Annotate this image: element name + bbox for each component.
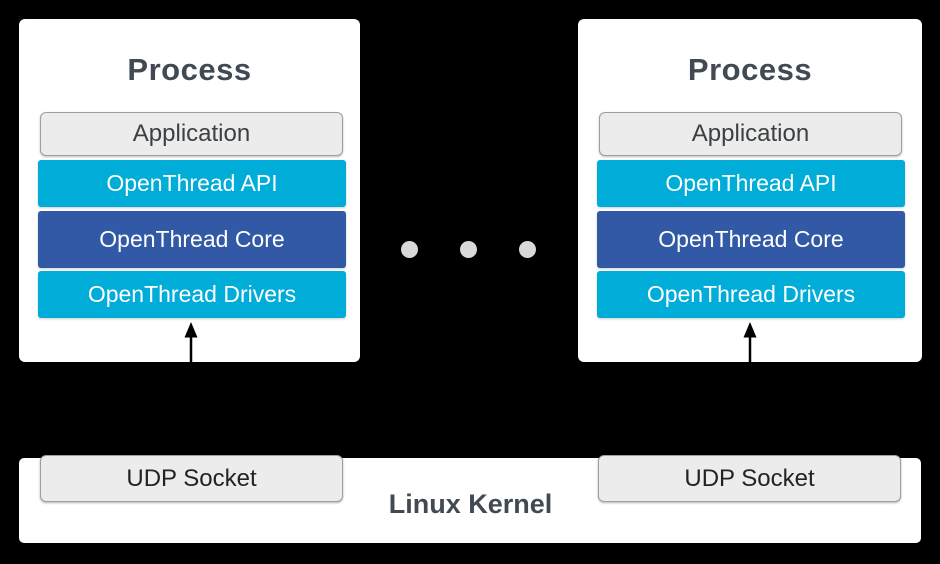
openthread-core-band: OpenThread Core [38, 211, 346, 268]
openthread-api-band: OpenThread API [38, 160, 346, 207]
openthread-core-band: OpenThread Core [597, 211, 905, 268]
application-box: Application [599, 112, 902, 156]
openthread-api-band: OpenThread API [597, 160, 905, 207]
linux-kernel-label: Linux Kernel [388, 489, 553, 519]
udp-socket-box-left: UDP Socket [40, 455, 343, 502]
udp-socket-box-right: UDP Socket [598, 455, 901, 502]
ellipsis-dot [519, 241, 536, 258]
linux-kernel-bar: UDP Socket Linux Kernel UDP Socket [19, 455, 921, 543]
openthread-drivers-band: OpenThread Drivers [597, 271, 905, 318]
process-card-right: Process Application OpenThread API OpenT… [578, 19, 922, 362]
openthread-drivers-band: OpenThread Drivers [38, 271, 346, 318]
up-arrow-icon [184, 322, 198, 398]
application-box: Application [40, 112, 343, 156]
process-title: Process [687, 52, 813, 87]
process-title: Process [127, 52, 252, 87]
ellipsis-dot [460, 241, 477, 258]
ellipsis-dot [401, 241, 418, 258]
process-card-left: Process Application OpenThread API OpenT… [19, 19, 360, 362]
up-arrow-icon [743, 322, 757, 398]
